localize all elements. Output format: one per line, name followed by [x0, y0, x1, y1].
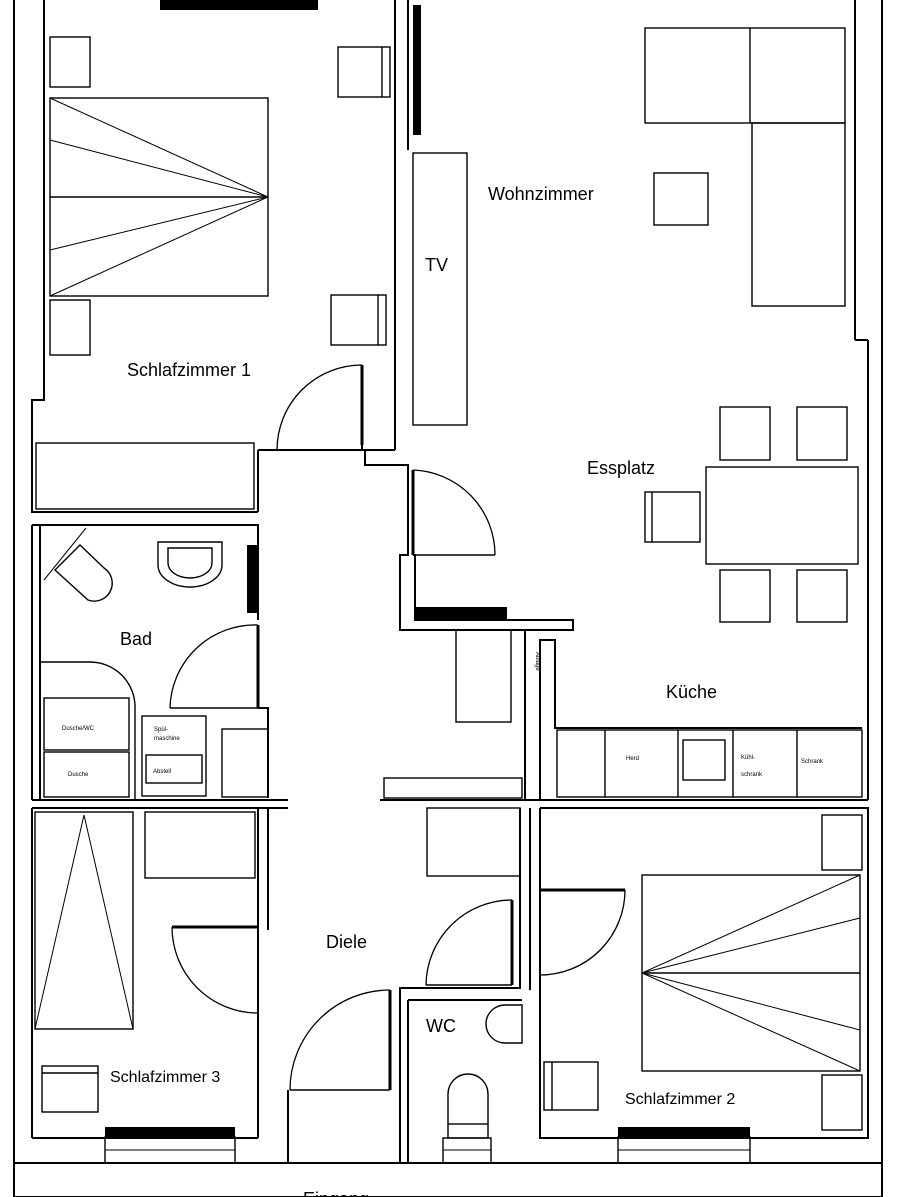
label-dusche: Dusche	[68, 772, 89, 778]
label-bad: Bad	[120, 629, 152, 649]
label-diele: Diele	[326, 932, 367, 952]
label-tv: TV	[425, 255, 448, 275]
label-wohnzimmer: Wohnzimmer	[488, 184, 594, 204]
label-schrank: Schrank	[801, 759, 824, 765]
label-kuehl-2: schrank	[741, 772, 763, 778]
label-eingang: Eingang	[303, 1189, 369, 1197]
room-schlafzimmer-3	[31, 808, 269, 1164]
label-herd: Herd	[626, 756, 639, 762]
label-spuelmaschine-2: maschine	[154, 736, 180, 742]
room-bad	[31, 524, 288, 809]
label-kueche: Küche	[666, 682, 717, 702]
room-essplatz	[644, 406, 859, 623]
label-ablage: Ablage	[534, 652, 540, 671]
label-schlafzimmer-3: Schlafzimmer 3	[110, 1069, 220, 1086]
label-spuelmaschine-1: Spül-	[154, 727, 168, 733]
label-essplatz: Essplatz	[587, 458, 655, 478]
label-kuehl-1: Kühl-	[741, 755, 755, 761]
label-schlafzimmer-2: Schlafzimmer 2	[625, 1091, 735, 1108]
room-schlafzimmer-2	[529, 807, 869, 1164]
label-dusche-wc: Dusche/WC	[62, 726, 95, 732]
label-schlafzimmer-1: Schlafzimmer 1	[127, 360, 251, 380]
room-kueche	[383, 629, 868, 801]
label-wc: WC	[426, 1016, 456, 1036]
room-diele	[287, 799, 525, 1163]
room-schlafzimmer-1	[31, 0, 421, 513]
room-wohnzimmer	[364, 0, 869, 800]
room-wc	[399, 808, 523, 1164]
label-abstell: Abstell	[153, 769, 171, 775]
